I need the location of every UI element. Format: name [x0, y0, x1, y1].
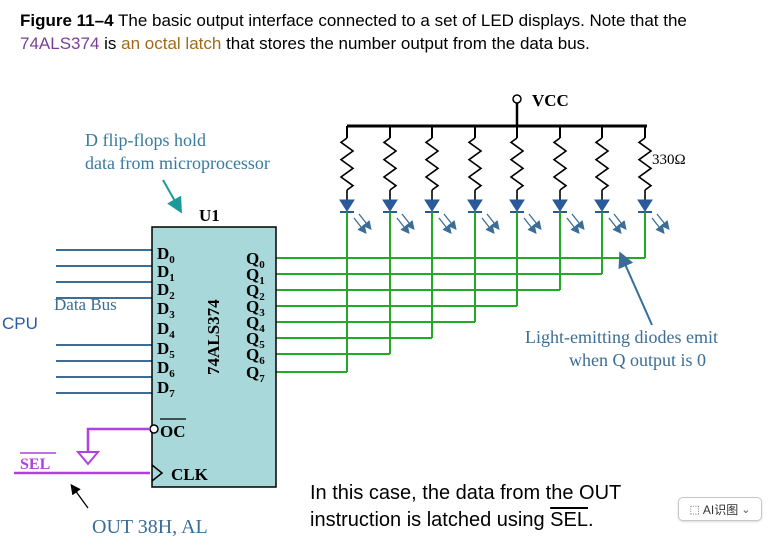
line2-suffix: .: [587, 509, 594, 531]
led-5: [552, 199, 568, 212]
out-instruction: OUT 38H, AL: [92, 516, 208, 538]
led-0: [339, 199, 355, 212]
latch-explanation-line1: In this case, the data from the OUT: [310, 482, 622, 504]
clk-triangle: [151, 464, 164, 482]
light-arrow: [358, 213, 372, 231]
oc-bubble: [149, 424, 159, 434]
latch-explanation: In this case, the data from the OUT inst…: [310, 480, 621, 534]
caption-latch: an octal latch: [121, 34, 222, 53]
resistor-1: [382, 137, 398, 191]
line2-prefix: instruction is latched using: [310, 509, 551, 531]
light-arrow: [486, 213, 500, 231]
oc-ground-wire: [86, 427, 150, 452]
line2-sel: SEL: [550, 509, 588, 531]
resistor-2: [424, 137, 440, 191]
chevron-down-icon: ⌄: [741, 503, 751, 516]
light-arrow: [571, 213, 585, 231]
clk-label: CLK: [171, 465, 209, 484]
scan-icon: ⬚: [689, 503, 700, 516]
ai-button-label: AI识图: [702, 502, 739, 517]
sel-label: SEL: [20, 456, 50, 473]
led-4: [509, 199, 525, 212]
out-arrow: [70, 483, 89, 509]
resistor-7: [637, 137, 653, 191]
caption-chip: 74ALS374: [20, 34, 100, 53]
resistor-value: 330Ω: [652, 152, 686, 168]
resistor-0: [339, 137, 355, 191]
light-arrow: [656, 213, 670, 231]
caption-text-1: The basic output interface connected to …: [117, 11, 687, 30]
q-output-wiring: [276, 212, 646, 373]
vcc-label: VCC: [532, 91, 569, 110]
led-7: [637, 199, 653, 212]
latch-explanation-line2: instruction is latched using SEL.: [310, 507, 621, 534]
cpu-label: CPU: [2, 314, 38, 333]
led-note-arrow: [618, 251, 653, 326]
light-arrow: [613, 213, 627, 231]
light-arrow: [528, 213, 542, 231]
ai-recognize-button[interactable]: ⬚ AI识图 ⌄: [678, 497, 762, 521]
vcc-terminal: [512, 94, 522, 104]
resistor-3: [467, 137, 483, 191]
chip-part: 74ALS374: [204, 299, 223, 375]
led-note-line2: when Q output is 0: [569, 350, 706, 370]
resistor-led-array: [339, 126, 670, 235]
light-arrow: [443, 213, 457, 231]
dff-note-arrow: [162, 179, 182, 214]
led-1: [382, 199, 398, 212]
resistor-6: [594, 137, 610, 191]
chip-74als374: [151, 226, 277, 488]
resistor-4: [509, 137, 525, 191]
caption-text-3: that stores the number output from the d…: [226, 34, 590, 53]
ground-symbol: [75, 451, 101, 466]
resistor-5: [552, 137, 568, 191]
dff-note-line1: D flip-flops hold: [85, 130, 206, 150]
figure-caption: Figure 11–4 The basic output interface c…: [20, 9, 765, 55]
chip-ref: U1: [199, 206, 220, 225]
led-6: [594, 199, 610, 212]
data-bus-lines: [56, 249, 152, 394]
oc-label: OC: [160, 422, 186, 441]
led-note-line1: Light-emitting diodes emit: [525, 327, 718, 347]
led-3: [467, 199, 483, 212]
light-arrow: [401, 213, 415, 231]
caption-text-2: is: [104, 34, 117, 53]
dff-note-line2: data from microprocessor: [85, 153, 270, 173]
data-bus-label: Data Bus: [54, 295, 117, 314]
led-2: [424, 199, 440, 212]
figure-label: Figure 11–4: [20, 11, 114, 30]
